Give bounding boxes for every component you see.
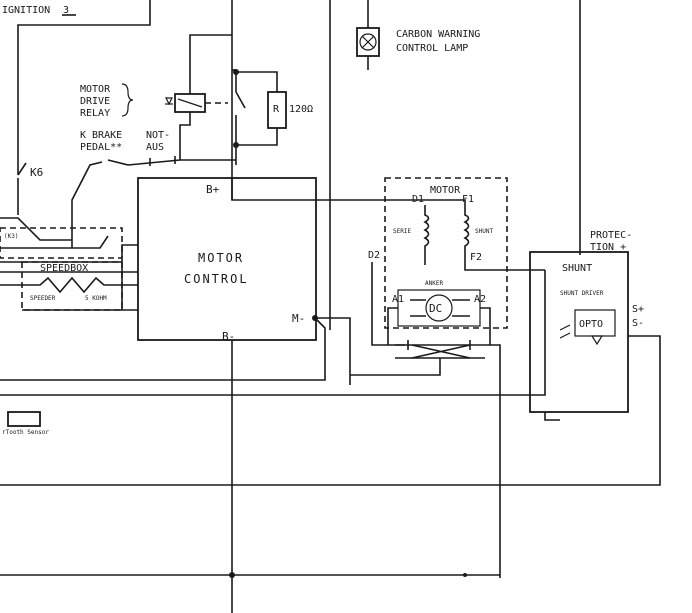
motor-drive-label-3: RELAY [80,108,110,119]
dc-motor: MOTOR D1 F1 SERIE SHUNT D2 F2 ANKER DC A… [368,177,545,346]
motor-control-box [137,177,317,341]
serie-label: SERIE [393,228,411,235]
a1-label: A1 [392,294,404,305]
dc-label: DC [429,302,442,315]
carbon-warning-label-2: CONTROL LAMP [396,43,468,54]
shunt-coil-icon [463,210,470,252]
k6-switch: K6 [17,160,43,215]
f1-label: F1 [462,194,474,205]
protection-label-1: PROTEC- [590,230,632,241]
d1-label: D1 [412,194,424,205]
diode-icon [165,97,173,106]
carbon-warning-label-1: CARBON WARNING [396,29,480,40]
opto-diode-icon [590,335,604,346]
resistor-branch: R 120Ω [231,0,313,200]
serie-coil-icon [423,205,430,252]
motor-control-label-2: CONTROL [184,272,249,286]
k-brake-label-1: K BRAKE [80,130,122,141]
b-minus-label: B- [222,330,235,343]
motor-control: MOTOR CONTROL B+ B- M- [0,177,546,613]
motor-drive-label-1: MOTOR [80,84,111,95]
speeder-resistor-icon [0,276,138,294]
a2-label: A2 [474,294,486,305]
d2-label: D2 [368,250,380,261]
f2-label: F2 [470,252,482,263]
resistor-label: R [273,104,280,115]
k-brake-label-2: PEDAL** [80,142,122,153]
motor-drive-relay: MOTOR DRIVE RELAY [80,34,232,160]
protection-label-2: TION + [590,242,626,253]
motor-drive-label-2: DRIVE [80,96,110,107]
b-plus-label: B+ [206,183,220,196]
m-minus-label: M- [292,312,305,325]
speeder-label: SPEEDER [30,295,56,302]
tooth-sensor-label: rTooth Sensor [2,429,49,436]
shunt-driver-label: SHUNT DRIVER [560,290,604,297]
brace-icon [121,83,134,117]
speedbox: (K3) SPEEDBOX SPEEDER 5 KOHM [0,217,138,311]
k3-box [0,227,123,259]
direction-contacts [350,340,501,578]
k6-label: K6 [30,166,43,179]
ignition-number: 3 [63,5,69,16]
shunt-driver-box [529,251,629,413]
shunt-label: SHUNT [562,263,592,274]
opto-label: OPTO [579,319,603,330]
resistor-value: 120Ω [289,104,313,115]
brake-switches: K BRAKE PEDAL** NOT- AUS [71,130,236,232]
ignition-label: IGNITION [2,5,50,16]
not-aus-label-1: NOT- [146,130,170,141]
k3-label: (K3) [4,233,18,240]
s-plus-label: S+ [632,304,644,315]
ignition-feed-wire [17,0,151,160]
shunt-driver: PROTEC- TION + SHUNT SHUNT DRIVER OPTO S… [0,230,661,486]
dc-motor-icon [425,294,453,322]
shunt-coil-label: SHUNT [475,228,493,235]
motor-frame [384,177,508,329]
speeder-value: 5 KOHM [85,295,107,302]
carbon-warning-lamp: CARBON WARNING CONTROL LAMP [329,0,581,330]
motor-title: MOTOR [430,185,461,196]
ignition-area: IGNITION 3 [2,0,151,160]
motor-control-label-1: MOTOR [198,251,244,265]
anker-label: ANKER [425,280,443,287]
tooth-sensor-icon [7,411,41,427]
s-minus-label: S- [632,318,644,329]
not-aus-label-2: AUS [146,142,164,153]
speedbox-label: SPEEDBOX [40,263,88,274]
b-plus-wire [231,178,466,210]
tooth-sensor: rTooth Sensor [2,411,49,436]
ground-rail [0,572,500,578]
